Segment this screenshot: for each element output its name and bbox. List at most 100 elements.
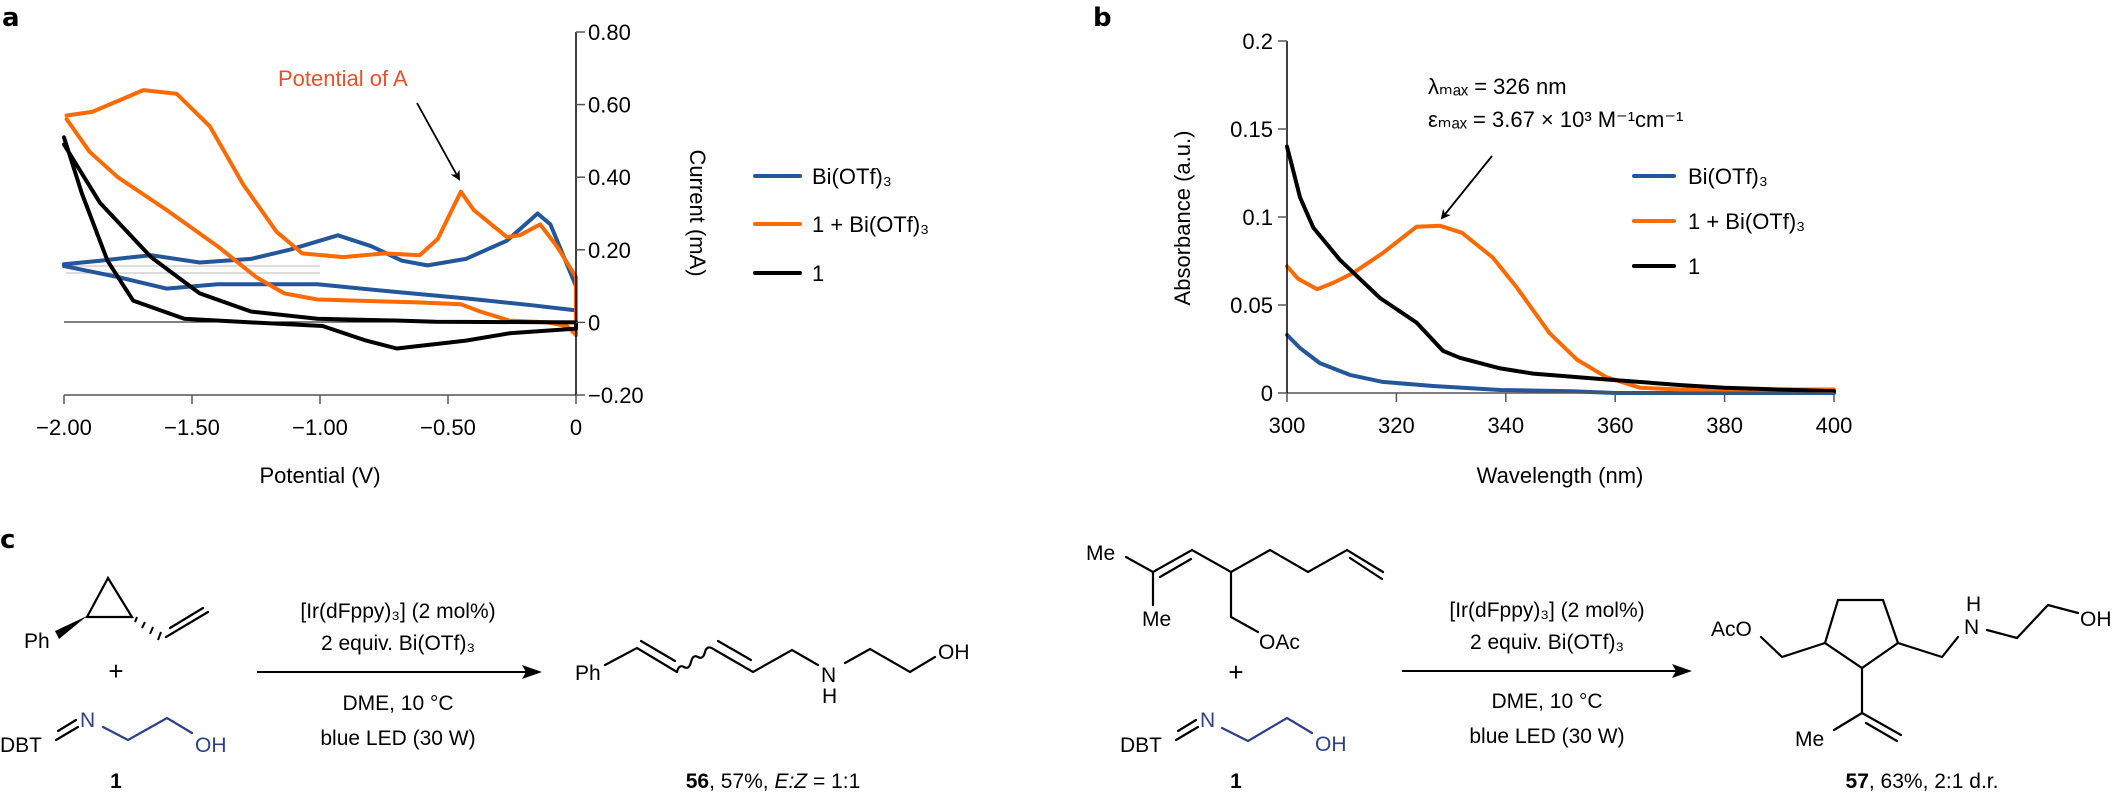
- legend-item-1-plus-bi-otf3: 1 + Bi(OTf)₃: [1632, 209, 1805, 234]
- y-tick-label: 0.1: [1242, 205, 1273, 230]
- methylene-double-bond: [1864, 721, 1899, 743]
- series-line-bi-otf3: [62, 211, 578, 313]
- diene-bond: [713, 648, 820, 674]
- x-tick-label: 0: [570, 415, 582, 440]
- ratio-label: E:Z: [774, 770, 808, 792]
- hydrogen-label: H: [822, 685, 837, 708]
- acetate-label: OAc: [1259, 631, 1300, 654]
- legend-item-1-plus-bi-otf3: 1 + Bi(OTf)₃: [753, 212, 929, 237]
- imine-1-structure: DBT N OH 1: [0, 709, 227, 792]
- y-tick-label: 0: [588, 310, 600, 335]
- x-tick-label: −1.50: [164, 415, 220, 440]
- condition-catalyst: [Ir(dFppy)₃] (2 mol%): [300, 600, 495, 623]
- reaction-arrow-1: [257, 665, 542, 679]
- series-lines: [62, 88, 578, 351]
- plus-sign: +: [108, 656, 123, 686]
- ethanol-chain: [1985, 603, 2080, 640]
- x-tick-label: 300: [1269, 413, 1306, 438]
- dbt-label: DBT: [0, 734, 42, 757]
- methyl-label: Me: [1086, 542, 1115, 565]
- imine-1-structure: DBT N OH 1: [1120, 709, 1347, 792]
- methyl-label: Me: [1795, 728, 1824, 751]
- cyclopropane-ring: [85, 575, 134, 619]
- legend-label: 1: [1688, 254, 1700, 279]
- nitrogen-label: N: [1964, 616, 1979, 639]
- ethanol-chain: [843, 647, 937, 674]
- y-tick-label: 0.20: [588, 238, 631, 263]
- x-tick-label: 320: [1378, 413, 1415, 438]
- yield-and-dr: , 63%, 2:1 d.r.: [1869, 770, 1999, 792]
- condition-catalyst: [Ir(dFppy)₃] (2 mol%): [1449, 599, 1644, 622]
- y-tick-label: 0.15: [1230, 117, 1273, 142]
- panel-label-b: b: [1093, 3, 1112, 33]
- product-56-caption: 56, 57%, E:Z = 1:1: [686, 770, 861, 792]
- phenyl-label: Ph: [575, 662, 601, 685]
- y-tick-label: 0.60: [588, 93, 631, 118]
- legend-label: 1 + Bi(OTf)₃: [812, 212, 929, 237]
- x-tick-label: 380: [1706, 413, 1743, 438]
- vinyl-bond: [164, 610, 210, 639]
- reaction-scheme-1: Ph + DBT N OH 1 [Ir(dFppy)₃] (2 mol%) 2 …: [0, 575, 970, 792]
- y-axis-title: Absorbance (a.u.): [1170, 131, 1195, 306]
- y-tick-label: 0.05: [1230, 293, 1273, 318]
- reaction-arrow-2: [1402, 664, 1692, 678]
- x-axis-title: Potential (V): [259, 463, 380, 488]
- legend: Bi(OTf)₃ 1 + Bi(OTf)₃ 1: [1632, 164, 1805, 279]
- legend-label: 1 + Bi(OTf)₃: [1688, 209, 1805, 234]
- imine-double-bond: [1176, 718, 1198, 733]
- y-tick-label: 0.40: [588, 165, 631, 190]
- legend-item-1: 1: [753, 261, 824, 286]
- legend-item-bi-otf3: Bi(OTf)₃: [753, 164, 892, 189]
- methyl-bond: [1832, 711, 1864, 732]
- x-tick-label: −1.00: [292, 415, 348, 440]
- terminal-double-bond: [1348, 556, 1384, 581]
- compound-number-56: 56: [686, 770, 709, 792]
- product-57-caption: 57, 63%, 2:1 d.r.: [1846, 770, 1999, 792]
- wedge-bond: [55, 616, 87, 639]
- methyl-label: Me: [1142, 608, 1171, 631]
- compound-number-1: 1: [110, 770, 122, 792]
- series-line-1: [62, 135, 578, 351]
- phenyl-label: Ph: [24, 630, 50, 653]
- compound-number-57: 57: [1846, 770, 1869, 792]
- y-tick-label: 0.80: [588, 20, 631, 45]
- compound-number-1: 1: [1230, 770, 1242, 792]
- hydrogen-label: H: [1966, 593, 1981, 616]
- legend: Bi(OTf)₃ 1 + Bi(OTf)₃ 1: [753, 164, 929, 286]
- x-tick-label: −2.00: [36, 415, 92, 440]
- ch2-bond: [1229, 570, 1260, 634]
- legend-item-bi-otf3: Bi(OTf)₃: [1632, 164, 1768, 189]
- double-bond: [716, 639, 753, 662]
- ch2-bond: [1896, 635, 1960, 659]
- y-tick-label: −0.20: [588, 383, 644, 408]
- condition-light: blue LED (30 W): [1469, 725, 1624, 748]
- x-tick-label: 360: [1597, 413, 1634, 438]
- methylene-bond: [1860, 711, 1903, 737]
- double-bond: [1158, 557, 1193, 579]
- hydroxyl-label: OH: [2080, 608, 2112, 631]
- hydroxyl-label: OH: [1315, 733, 1347, 756]
- double-bond: [639, 639, 677, 663]
- condition-solvent-temp: DME, 10 °C: [342, 692, 453, 715]
- acetoxy-label: AcO: [1711, 618, 1752, 641]
- series-line-1-plus-bi-otf3: [64, 88, 578, 338]
- legend-item-1: 1: [1632, 254, 1700, 279]
- annotation-lambda-max: λₘₐₓ = 326 nm: [1428, 74, 1567, 99]
- product-56-structure: Ph N H OH 56, 57%, E:Z = 1:1: [575, 639, 970, 792]
- panel-label-a: a: [2, 3, 20, 33]
- hashed-bond: [134, 616, 162, 641]
- imine-double-bond: [1174, 725, 1200, 742]
- wavy-bond: [675, 646, 717, 674]
- y-tick-label: 0: [1261, 381, 1273, 406]
- carbon-chain: [1124, 548, 1385, 574]
- reaction-scheme-2: Me Me OAc + DBT N OH 1 [Ir(dFppy)₃] (2 m…: [1086, 542, 2112, 792]
- annotation-epsilon-max: εₘₐₓ = 3.67 × 10³ M⁻¹cm⁻¹: [1428, 107, 1683, 132]
- legend-label: Bi(OTf)₃: [812, 164, 892, 189]
- annotation-arrow: [1440, 155, 1493, 220]
- diene-acetate-structure: Me Me OAc: [1086, 542, 1385, 654]
- nitrogen-label: N: [1200, 709, 1215, 732]
